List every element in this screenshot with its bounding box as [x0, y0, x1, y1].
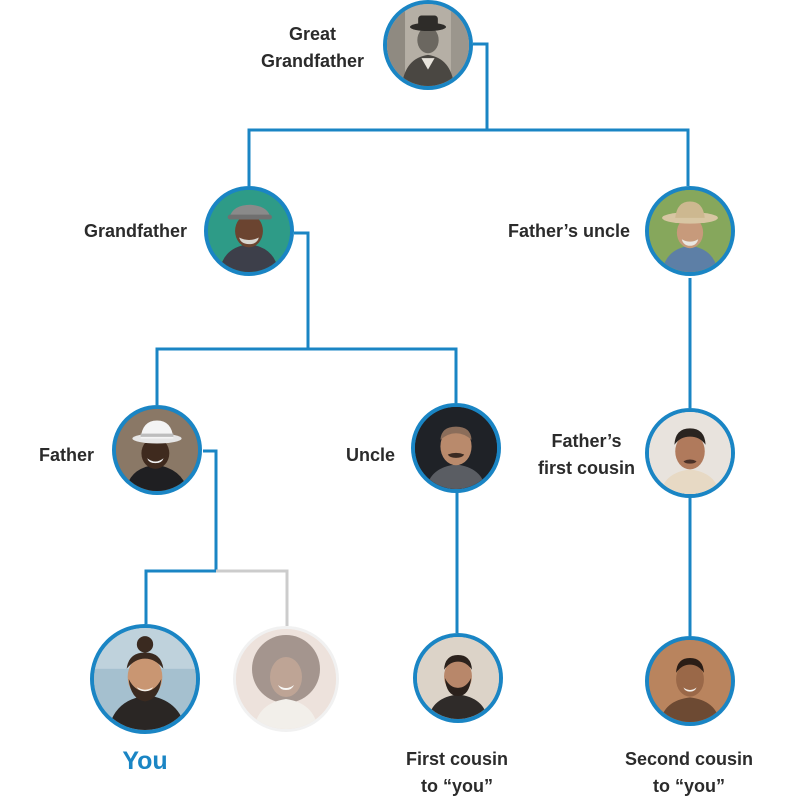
label-line: Second cousin [624, 749, 754, 769]
grandfather-photo [204, 186, 294, 276]
father-photo [112, 405, 202, 495]
label-line: Father’s [551, 431, 622, 451]
connector-grandfather-branch [294, 231, 310, 349]
you-photo [90, 624, 200, 734]
label-you: You [122, 748, 167, 775]
fathers-first-cousin-photo [645, 408, 735, 498]
label-line: Father’s uncle [507, 221, 630, 241]
great-grandfather-photo [383, 0, 473, 90]
uncle-portrait-icon [415, 407, 497, 489]
connector-generation-2-bar [247, 128, 690, 186]
label-line: Grandfather [83, 221, 187, 241]
connector-generation-3-bar [155, 347, 458, 405]
sibling-portrait-icon [236, 629, 336, 729]
label-father: Father [39, 442, 94, 469]
fathers-first-cousin-portrait-icon [649, 412, 731, 494]
second-cousin-photo [645, 636, 735, 726]
connector-father-branch [203, 449, 218, 571]
you-portrait-icon [94, 628, 196, 730]
grandfather-portrait-icon [208, 190, 290, 272]
label-grandfather: Grandfather [84, 218, 187, 245]
label-line: to “you” [420, 776, 493, 796]
label-first-cousin: First cousin to “you” [406, 746, 508, 800]
connector-you-branch [144, 569, 216, 624]
great-grandfather-portrait-icon [387, 4, 469, 86]
father-portrait-icon [116, 409, 198, 491]
label-line: first cousin [537, 458, 635, 478]
label-great-grandfather: Great Grandfather [261, 21, 364, 75]
connector-great-grandfather-branch [473, 42, 489, 130]
label-line: Grandfather [260, 51, 364, 71]
connector-sibling-branch [216, 569, 289, 626]
label-uncle: Uncle [346, 442, 395, 469]
label-line: Great [288, 24, 336, 44]
first-cousin-portrait-icon [417, 637, 499, 719]
label-line: First cousin [405, 749, 509, 769]
uncle-photo [411, 403, 501, 493]
sibling-photo [233, 626, 339, 732]
label-line: to “you” [653, 776, 725, 796]
label-line: Uncle [345, 445, 395, 465]
first-cousin-photo [413, 633, 503, 723]
label-fathers-first-cousin: Father’s first cousin [538, 428, 635, 482]
fathers-uncle-photo [645, 186, 735, 276]
label-line: Father [39, 445, 95, 465]
fathers-uncle-portrait-icon [649, 190, 731, 272]
label-fathers-uncle: Father’s uncle [508, 218, 630, 245]
second-cousin-portrait-icon [649, 640, 731, 722]
label-line: You [122, 747, 168, 775]
label-second-cousin: Second cousin to “you” [625, 746, 753, 800]
